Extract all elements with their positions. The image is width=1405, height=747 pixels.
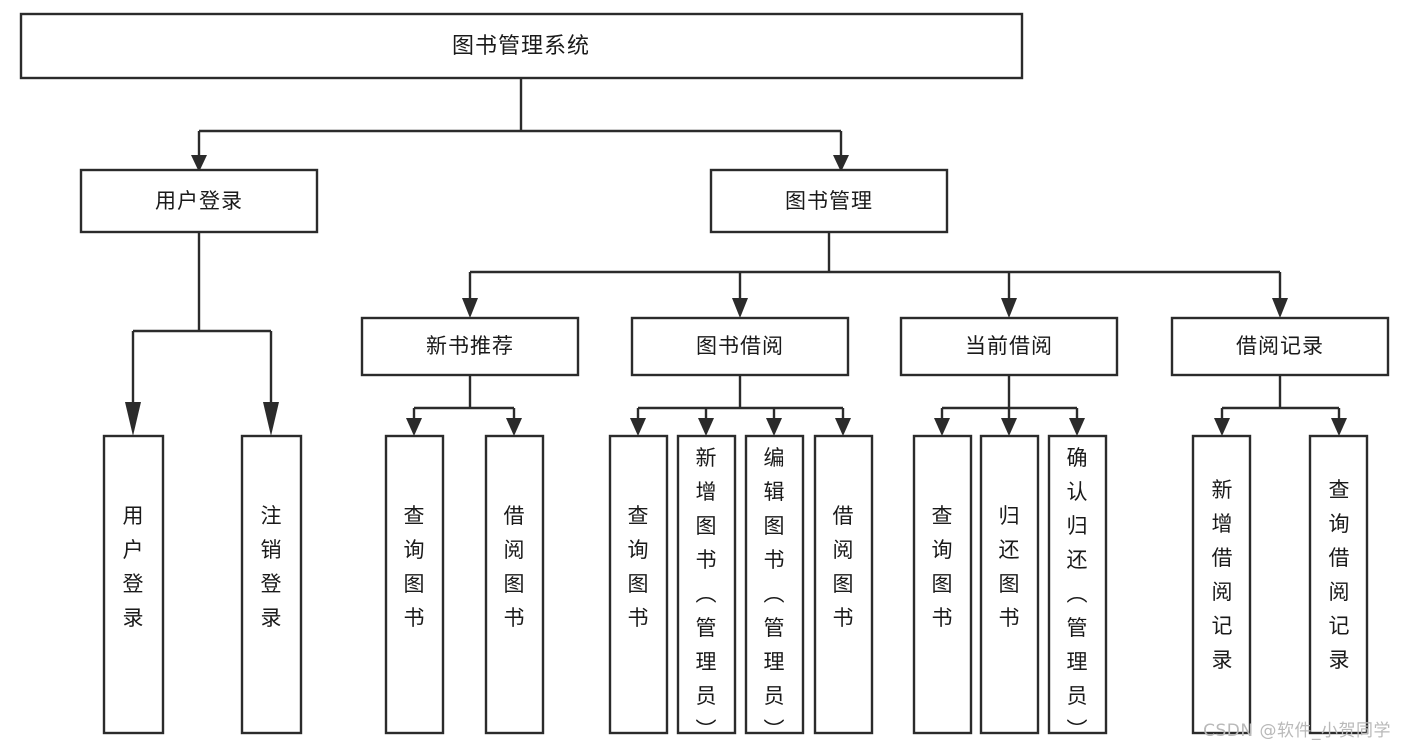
node-leaf-rec-borrow-book-box[interactable] [484, 434, 545, 735]
node-leaf-borrow-borrow-book-label: 借阅图书 [833, 504, 854, 630]
node-leaf-borrow-borrow-book[interactable]: 借阅图书 [813, 434, 874, 735]
node-leaf-cur-confirm-return-box[interactable] [1047, 434, 1108, 735]
node-leaf-rec-query-book[interactable]: 查询图书 [384, 434, 445, 735]
node-book-manage-box[interactable] [709, 168, 949, 234]
node-current-borrow[interactable]: 当前借阅 [899, 316, 1119, 377]
node-leaf-rec-query-book-label: 查询图书 [404, 504, 425, 630]
arrow-to-leaf-cur-query-book [934, 418, 950, 436]
node-borrow-record-box[interactable] [1170, 316, 1390, 377]
arrow-to-leaf-borrow-edit-book [766, 418, 782, 436]
node-book-manage[interactable]: 图书管理 [709, 168, 949, 234]
arrow-to-leaf-cur-return-book [1001, 418, 1017, 436]
arrow-to-current-borrow [1001, 298, 1017, 318]
node-root[interactable]: 图书管理系统 [19, 12, 1024, 80]
node-leaf-borrow-edit-book[interactable]: 编辑图书︵管理员︶ [744, 434, 805, 742]
arrow-to-book-borrow [732, 298, 748, 318]
node-leaf-borrow-add-book[interactable]: 新增图书︵管理员︶ [676, 434, 737, 742]
node-leaf-cur-query-book-box[interactable] [912, 434, 973, 735]
node-new-book-recommend[interactable]: 新书推荐 [360, 316, 580, 377]
node-new-book-recommend-box[interactable] [360, 316, 580, 377]
node-leaf-cur-confirm-return-label: 确认归还︵管理员︶ [1067, 446, 1088, 742]
node-leaf-user-login-label: 用户登录 [123, 504, 144, 630]
node-leaf-rec-add-record-label: 新增借阅记录 [1212, 478, 1233, 672]
connector-root-bus [197, 78, 843, 157]
arrow-to-borrow-record [1272, 298, 1288, 318]
node-leaf-cur-return-book-label: 归还图书 [999, 504, 1020, 630]
node-leaf-rec-add-record-box[interactable] [1191, 434, 1252, 735]
arrow-to-leaf-user-login [125, 402, 141, 436]
node-leaf-user-logout[interactable]: 注销登录 [240, 434, 303, 735]
arrow-to-leaf-borrow-borrow-book [835, 418, 851, 436]
arrow-to-user-login [191, 155, 207, 172]
node-borrow-record[interactable]: 借阅记录 [1170, 316, 1390, 377]
node-leaf-cur-return-book[interactable]: 归还图书 [979, 434, 1040, 735]
node-leaf-user-logout-label: 注销登录 [261, 504, 282, 630]
connector-book-borrow-bus [636, 375, 845, 420]
node-leaf-cur-return-book-box[interactable] [979, 434, 1040, 735]
node-leaf-user-login-box[interactable] [102, 434, 165, 735]
node-book-borrow-label: 图书借阅 [696, 334, 784, 358]
arrow-to-book-manage [833, 155, 849, 172]
node-leaf-rec-query-record[interactable]: 查询借阅记录 [1308, 434, 1369, 735]
connector-current-borrow-bus [940, 375, 1079, 420]
node-user-login[interactable]: 用户登录 [79, 168, 319, 234]
node-leaf-cur-confirm-return[interactable]: 确认归还︵管理员︶ [1047, 434, 1108, 742]
node-leaf-borrow-add-book-label: 新增图书︵管理员︶ [696, 446, 717, 742]
arrow-to-leaf-borrow-add-book [698, 418, 714, 436]
arrow-to-leaf-user-logout [263, 402, 279, 436]
connector-user-login-bus [131, 232, 273, 404]
node-current-borrow-box[interactable] [899, 316, 1119, 377]
node-leaf-borrow-query-book-label: 查询图书 [628, 504, 649, 630]
node-leaf-rec-query-book-box[interactable] [384, 434, 445, 735]
node-user-login-box[interactable] [79, 168, 319, 234]
arrow-to-new-book-recommend [462, 298, 478, 318]
node-leaf-borrow-query-book[interactable]: 查询图书 [608, 434, 669, 735]
node-leaf-rec-borrow-book-label: 借阅图书 [504, 504, 525, 630]
node-leaf-user-logout-box[interactable] [240, 434, 303, 735]
node-leaf-borrow-query-book-box[interactable] [608, 434, 669, 735]
arrow-to-leaf-rec-query-record [1331, 418, 1347, 436]
node-leaf-rec-query-record-label: 查询借阅记录 [1329, 478, 1350, 672]
node-leaf-rec-add-record[interactable]: 新增借阅记录 [1191, 434, 1252, 735]
node-leaf-borrow-edit-book-label: 编辑图书︵管理员︶ [764, 446, 785, 742]
node-leaf-borrow-borrow-book-box[interactable] [813, 434, 874, 735]
node-root-box[interactable] [19, 12, 1024, 80]
arrow-to-leaf-borrow-query-book [630, 418, 646, 436]
node-leaf-rec-borrow-book[interactable]: 借阅图书 [484, 434, 545, 735]
connector-new-book-recommend-bus [412, 375, 516, 420]
node-root-label: 图书管理系统 [452, 34, 590, 59]
node-leaf-borrow-add-book-box[interactable] [676, 434, 737, 735]
node-book-borrow[interactable]: 图书借阅 [630, 316, 850, 377]
arrow-to-leaf-cur-confirm-return [1069, 418, 1085, 436]
node-book-borrow-box[interactable] [630, 316, 850, 377]
node-leaf-cur-query-book[interactable]: 查询图书 [912, 434, 973, 735]
connector-book-manage-bus [468, 232, 1282, 300]
node-user-login-label: 用户登录 [155, 189, 243, 213]
node-new-book-recommend-label: 新书推荐 [426, 334, 514, 358]
node-borrow-record-label: 借阅记录 [1236, 334, 1324, 358]
arrow-to-leaf-rec-borrow-book [506, 418, 522, 436]
arrow-to-leaf-rec-add-record [1214, 418, 1230, 436]
node-current-borrow-label: 当前借阅 [965, 334, 1053, 358]
node-leaf-borrow-edit-book-box[interactable] [744, 434, 805, 735]
node-leaf-user-login[interactable]: 用户登录 [102, 434, 165, 735]
node-book-manage-label: 图书管理 [785, 189, 873, 213]
arrow-to-leaf-rec-query-book [406, 418, 422, 436]
connector-group [125, 78, 1347, 436]
node-leaf-rec-query-record-box[interactable] [1308, 434, 1369, 735]
node-leaf-cur-query-book-label: 查询图书 [932, 504, 953, 630]
connector-borrow-record-bus [1220, 375, 1341, 420]
